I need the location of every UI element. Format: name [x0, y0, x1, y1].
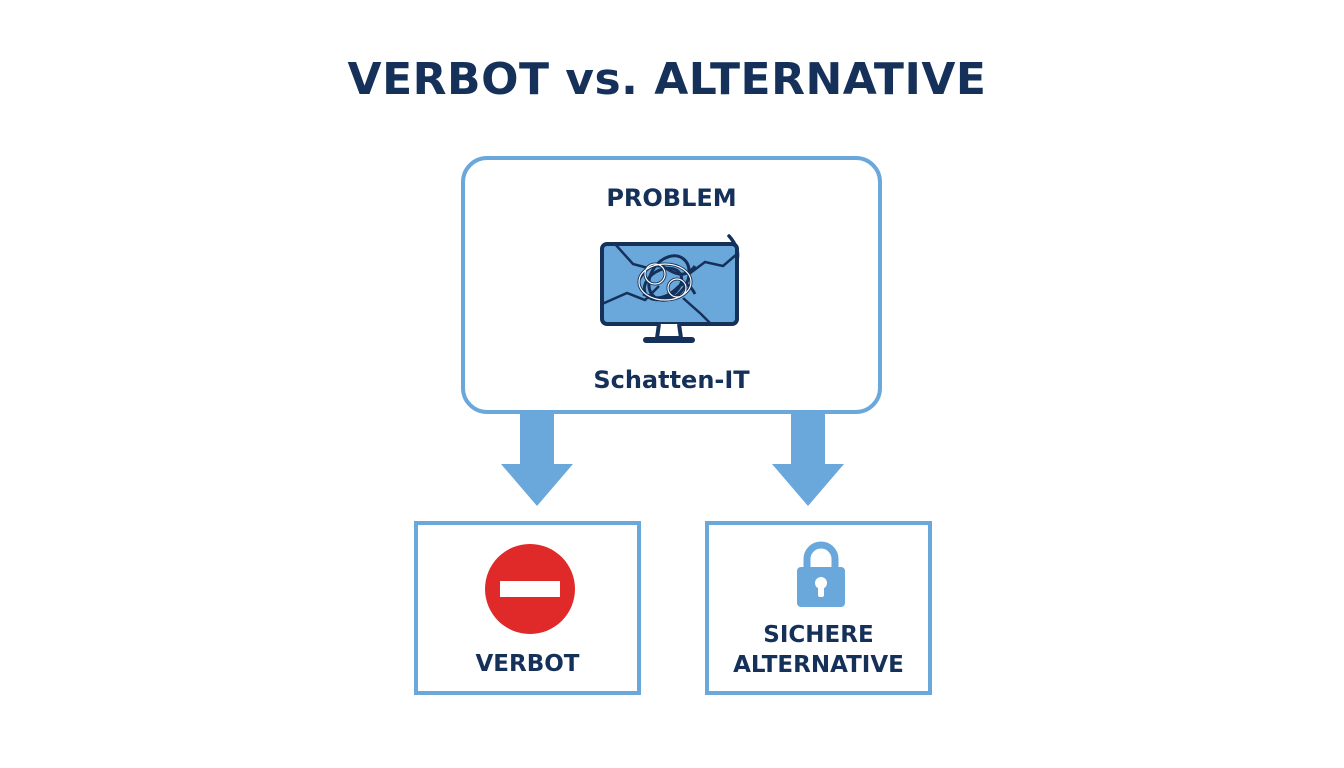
padlock-icon — [797, 541, 845, 607]
no-entry-icon — [485, 544, 575, 634]
verbot-box: VERBOT — [414, 521, 641, 695]
arrow-down-right — [772, 414, 844, 506]
problem-caption: Schatten-IT — [593, 366, 750, 394]
tangled-monitor-icon — [600, 234, 740, 343]
alternative-box: SICHERE ALTERNATIVE — [705, 521, 932, 695]
alternative-label-line-2: ALTERNATIVE — [733, 652, 904, 678]
alternative-label-line-1: SICHERE — [763, 622, 874, 648]
alternative-label: SICHERE ALTERNATIVE — [709, 620, 928, 680]
arrow-down-left — [501, 414, 573, 506]
problem-heading: PROBLEM — [606, 184, 737, 212]
diagram-title: VERBOT vs. ALTERNATIVE — [347, 54, 987, 105]
verbot-label: VERBOT — [475, 651, 580, 677]
problem-box: PROBLEM Schatten-IT — [461, 156, 882, 414]
